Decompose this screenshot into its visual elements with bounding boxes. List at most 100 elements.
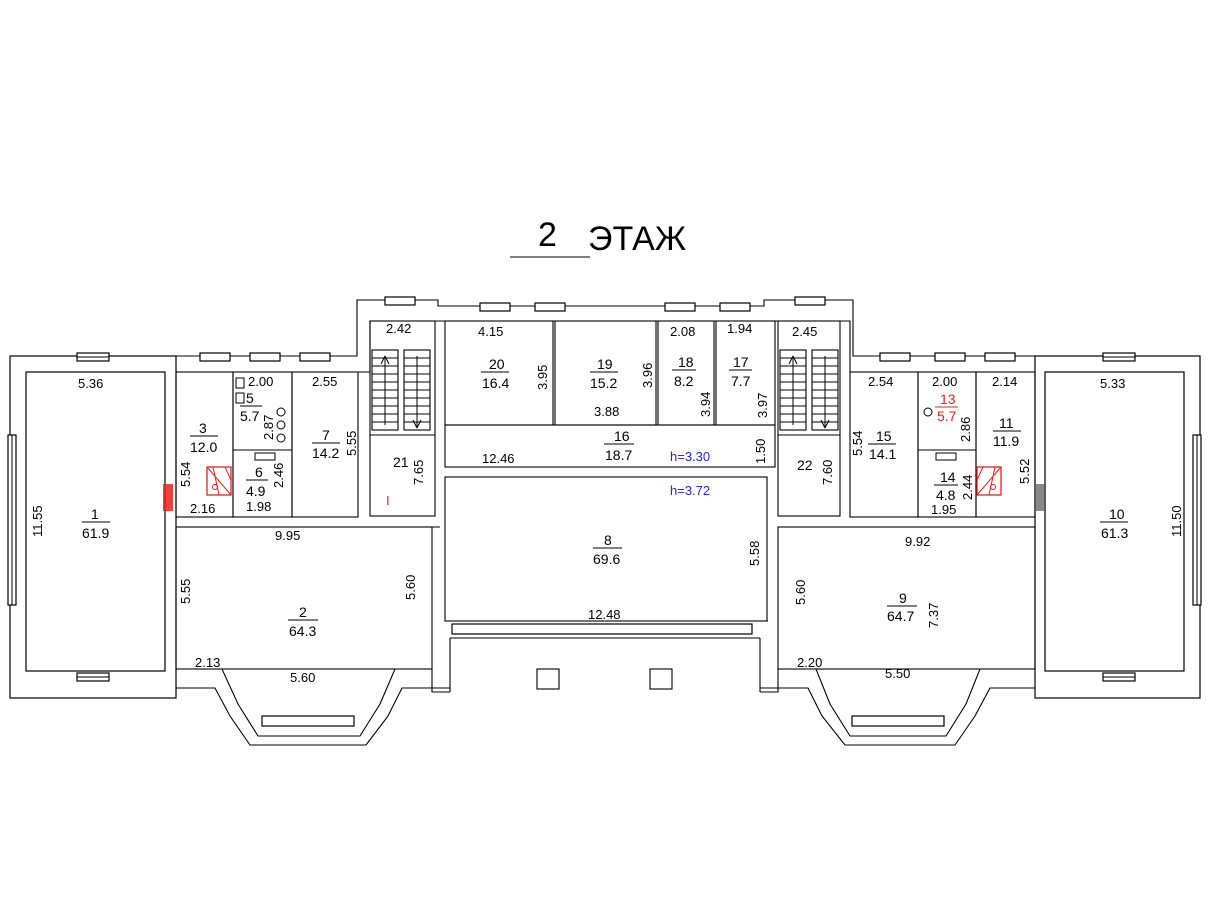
svg-text:7.7: 7.7 bbox=[731, 373, 751, 389]
fire-ladder-left bbox=[206, 466, 232, 496]
svg-text:14.1: 14.1 bbox=[869, 446, 896, 462]
svg-text:9: 9 bbox=[899, 590, 907, 606]
svg-text:18.7: 18.7 bbox=[605, 447, 632, 463]
svg-text:9.95: 9.95 bbox=[275, 528, 300, 543]
svg-text:15.2: 15.2 bbox=[590, 375, 617, 391]
svg-text:4.8: 4.8 bbox=[936, 487, 956, 503]
svg-text:22: 22 bbox=[797, 457, 813, 473]
svg-text:3.95: 3.95 bbox=[535, 365, 550, 390]
svg-text:2.86: 2.86 bbox=[958, 417, 973, 442]
svg-text:5.55: 5.55 bbox=[178, 579, 193, 604]
svg-text:3.88: 3.88 bbox=[594, 404, 619, 419]
svg-text:3.94: 3.94 bbox=[698, 392, 713, 417]
svg-text:3.96: 3.96 bbox=[640, 363, 655, 388]
svg-text:3: 3 bbox=[199, 420, 207, 436]
stairs-right bbox=[779, 349, 839, 431]
svg-text:11: 11 bbox=[999, 415, 1014, 431]
svg-text:13: 13 bbox=[940, 391, 956, 407]
stairs-left bbox=[371, 349, 431, 431]
svg-text:14: 14 bbox=[940, 469, 956, 485]
outer-walls bbox=[9, 299, 1201, 746]
floor-label: ЭТАЖ bbox=[588, 220, 686, 258]
hatch-grey bbox=[1036, 484, 1046, 511]
room-labels: 1 61.9 2 64.3 3 12.0 5 5.7 6 4.9 7 14.2 … bbox=[82, 354, 1128, 639]
windows bbox=[7, 296, 1202, 727]
svg-text:15: 15 bbox=[876, 428, 892, 444]
svg-text:64.3: 64.3 bbox=[289, 623, 316, 639]
svg-text:61.3: 61.3 bbox=[1101, 525, 1128, 541]
svg-text:16.4: 16.4 bbox=[482, 375, 509, 391]
svg-text:2.08: 2.08 bbox=[670, 324, 695, 339]
svg-text:12.46: 12.46 bbox=[482, 451, 515, 466]
svg-text:5.60: 5.60 bbox=[290, 670, 315, 685]
svg-text:5.7: 5.7 bbox=[240, 408, 260, 424]
svg-text:11.50: 11.50 bbox=[1169, 505, 1184, 537]
svg-text:7.60: 7.60 bbox=[820, 460, 835, 485]
svg-text:12.48: 12.48 bbox=[588, 607, 621, 622]
svg-text:1.50: 1.50 bbox=[753, 439, 768, 464]
svg-text:2.87: 2.87 bbox=[261, 415, 276, 440]
column-right bbox=[649, 668, 673, 690]
height-corridor: h=3.30 bbox=[670, 449, 710, 464]
svg-text:2.44: 2.44 bbox=[960, 475, 975, 500]
dimension-labels: 5.36 2.00 2.55 2.16 1.98 9.95 2.13 5.60 … bbox=[78, 321, 1125, 685]
svg-text:16: 16 bbox=[614, 428, 630, 444]
svg-text:5.60: 5.60 bbox=[793, 580, 808, 605]
svg-text:1: 1 bbox=[91, 506, 99, 522]
svg-text:2.00: 2.00 bbox=[248, 374, 273, 389]
svg-text:1.98: 1.98 bbox=[246, 499, 271, 514]
floor-number: 2 bbox=[538, 216, 557, 254]
svg-text:61.9: 61.9 bbox=[82, 525, 109, 541]
svg-text:1.95: 1.95 bbox=[931, 502, 956, 517]
svg-text:2.54: 2.54 bbox=[868, 374, 893, 389]
svg-text:2.45: 2.45 bbox=[792, 324, 817, 339]
svg-text:5.55: 5.55 bbox=[344, 431, 359, 456]
svg-text:1.94: 1.94 bbox=[727, 321, 752, 336]
svg-text:12.0: 12.0 bbox=[190, 439, 217, 455]
svg-text:5.36: 5.36 bbox=[78, 376, 103, 391]
fire-ladder-right bbox=[976, 466, 1002, 496]
svg-text:64.7: 64.7 bbox=[887, 608, 914, 624]
partitions bbox=[175, 320, 1036, 670]
sanitary-fixtures bbox=[235, 377, 957, 461]
svg-text:21: 21 bbox=[393, 454, 409, 470]
svg-text:2.42: 2.42 bbox=[386, 321, 411, 336]
svg-text:2.55: 2.55 bbox=[312, 374, 337, 389]
svg-text:5.7: 5.7 bbox=[937, 408, 957, 424]
svg-text:5.54: 5.54 bbox=[178, 462, 193, 487]
svg-text:20: 20 bbox=[489, 356, 505, 372]
height-hall: h=3.72 bbox=[670, 483, 710, 498]
svg-text:5.60: 5.60 bbox=[403, 575, 418, 600]
svg-text:2.20: 2.20 bbox=[797, 655, 822, 670]
roman-one-mark: I bbox=[386, 493, 390, 508]
svg-text:14.2: 14.2 bbox=[312, 445, 339, 461]
svg-text:11.9: 11.9 bbox=[993, 433, 1019, 449]
svg-text:2.00: 2.00 bbox=[932, 374, 957, 389]
svg-text:2: 2 bbox=[299, 604, 307, 620]
dimension-labels-vertical: 11.55 5.54 2.87 2.46 5.55 5.55 5.60 7.65… bbox=[30, 363, 1184, 628]
svg-text:2.46: 2.46 bbox=[271, 463, 286, 488]
svg-text:18: 18 bbox=[678, 354, 694, 370]
svg-text:6: 6 bbox=[255, 464, 263, 480]
svg-text:17: 17 bbox=[733, 354, 749, 370]
svg-text:10: 10 bbox=[1109, 506, 1125, 522]
svg-text:19: 19 bbox=[597, 356, 613, 372]
svg-text:7.65: 7.65 bbox=[411, 460, 426, 485]
svg-text:11.55: 11.55 bbox=[30, 505, 45, 537]
svg-text:7: 7 bbox=[322, 427, 330, 443]
hatch-red bbox=[163, 484, 173, 511]
svg-text:5.33: 5.33 bbox=[1100, 376, 1125, 391]
svg-text:2.16: 2.16 bbox=[190, 501, 215, 516]
svg-text:2.13: 2.13 bbox=[195, 655, 220, 670]
svg-text:5.52: 5.52 bbox=[1017, 459, 1032, 484]
column-left bbox=[536, 668, 560, 690]
svg-text:9.92: 9.92 bbox=[905, 534, 930, 549]
svg-text:5.58: 5.58 bbox=[747, 541, 762, 566]
svg-text:5.54: 5.54 bbox=[850, 431, 865, 456]
svg-text:8: 8 bbox=[604, 532, 612, 548]
svg-text:8.2: 8.2 bbox=[674, 373, 694, 389]
svg-text:4.9: 4.9 bbox=[246, 483, 266, 499]
svg-text:4.15: 4.15 bbox=[478, 324, 503, 339]
svg-text:3.97: 3.97 bbox=[755, 393, 770, 418]
